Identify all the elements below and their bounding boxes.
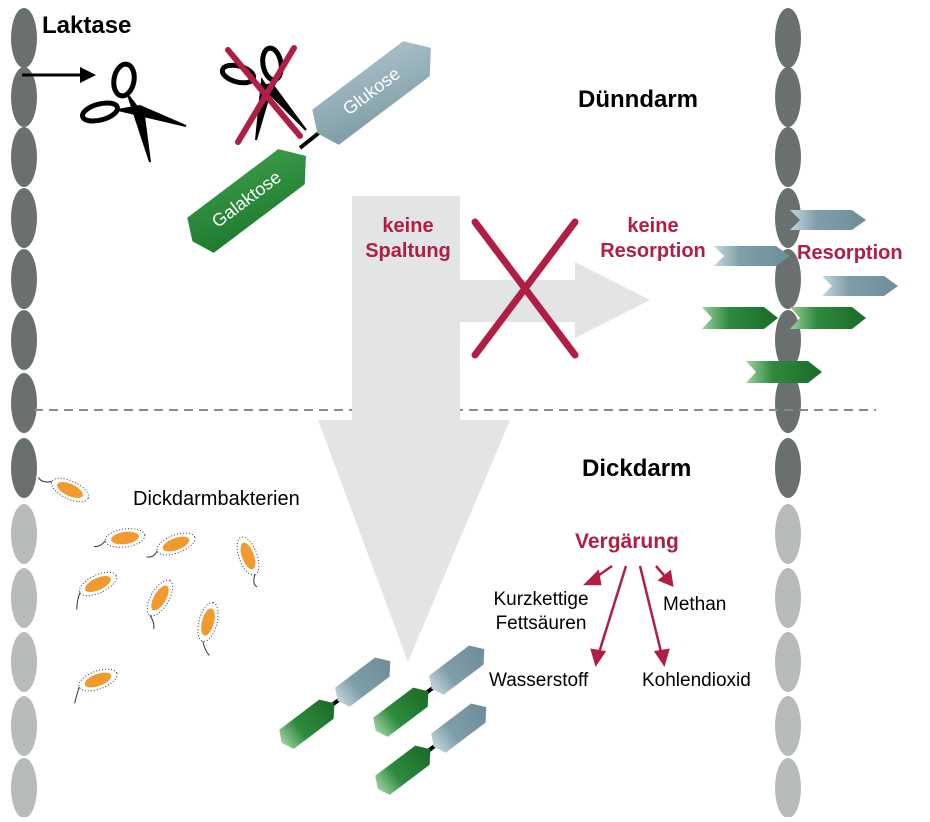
- kohlendioxid-label: Kohlendioxid: [642, 670, 751, 691]
- dickdarm-label: Dickdarm: [582, 455, 692, 482]
- galactose-chip: [702, 307, 778, 329]
- keine-spaltung-label: keine Spaltung: [352, 214, 464, 264]
- laktase-label: Laktase: [42, 12, 132, 39]
- keine-spaltung-line1: keine: [382, 215, 434, 237]
- glucose-chip: [714, 246, 790, 266]
- bacterium-icon: [236, 536, 260, 588]
- bacterium-icon: [76, 571, 118, 610]
- kurzkettige-line2: Fettsäuren: [495, 612, 587, 634]
- glucose-chip: [790, 210, 866, 230]
- bacterium-icon: [146, 579, 174, 630]
- galactose-chip: [746, 361, 822, 383]
- passage-down-arrow: [318, 196, 510, 662]
- glukose-block: [312, 41, 431, 145]
- bacterium-icon: [93, 528, 146, 548]
- crossed-scissors-icon: [219, 45, 307, 145]
- resorbed-sugars: [702, 210, 898, 383]
- undigested-lactose: [279, 645, 487, 795]
- kurzkettige-fettsaeuren-label: Kurzkettige Fettsäuren: [480, 588, 602, 636]
- glucose-chip: [822, 276, 898, 296]
- resorption-label: Resorption: [797, 242, 903, 264]
- methan-label: Methan: [663, 594, 727, 615]
- keine-resorption-line1: keine: [627, 215, 679, 237]
- left-wall: [11, 8, 37, 818]
- bacterium-icon: [37, 477, 90, 503]
- right-wall: [775, 8, 801, 818]
- galaktose-block: [187, 149, 306, 253]
- duenndarm-label: Dünndarm: [578, 86, 698, 113]
- bacterium-icon: [146, 532, 196, 558]
- scissors-icon: [79, 61, 187, 163]
- bacterium-icon: [74, 668, 118, 704]
- vergaerung-label: Vergärung: [575, 530, 679, 553]
- bacterium-icon: [197, 602, 219, 656]
- keine-resorption-line2: Resorption: [600, 240, 706, 262]
- dickdarmbakterien-label: Dickdarmbakterien: [133, 488, 300, 510]
- wasserstoff-label: Wasserstoff: [489, 670, 589, 691]
- no-resorption-cross: [471, 218, 579, 359]
- galactose-chip: [790, 307, 866, 329]
- keine-spaltung-line2: Spaltung: [365, 240, 451, 262]
- bacteria-group: [37, 477, 260, 704]
- laktase-arrow: [22, 67, 96, 83]
- kurzkettige-line1: Kurzkettige: [493, 589, 589, 610]
- fermentation-arrows: [582, 564, 674, 667]
- keine-resorption-label: keine Resorption: [596, 214, 710, 264]
